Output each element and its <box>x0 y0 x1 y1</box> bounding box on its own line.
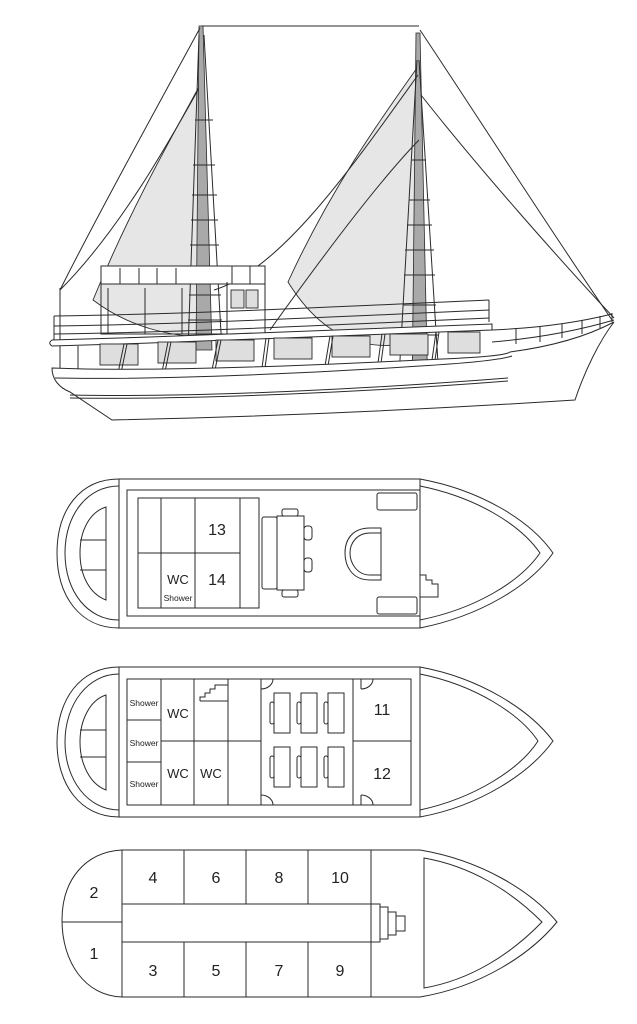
shower-label: Shower <box>130 738 159 748</box>
dining-seats <box>269 692 345 788</box>
stairs-icon <box>199 684 228 702</box>
cabin-7-label: 7 <box>275 963 284 980</box>
stern-outline <box>56 666 120 818</box>
bow-void <box>423 857 543 989</box>
cabin-9-label: 9 <box>336 963 345 980</box>
rub-rail <box>69 377 509 397</box>
cabin-4-label: 4 <box>149 870 158 887</box>
bow-railing <box>491 313 615 344</box>
stairs-icon <box>379 906 406 940</box>
wc-label: WC <box>200 766 222 781</box>
side-profile <box>49 25 615 421</box>
cabin-13-label: 13 <box>208 522 226 539</box>
fore-sail-luff <box>269 139 420 331</box>
bow-inner <box>419 485 541 621</box>
shower-label: Shower <box>164 593 193 603</box>
stern-bench <box>79 694 107 791</box>
aft-backstay <box>59 27 201 291</box>
upper-railing <box>53 299 490 340</box>
aft-mast-ladder <box>187 34 223 351</box>
main-deck-plan: Shower Shower Shower WC WC WC 11 12 <box>56 666 554 818</box>
stern-inner <box>64 485 120 621</box>
door-icon <box>260 794 274 806</box>
deck-inner <box>126 489 421 617</box>
stairs-icon <box>420 574 439 598</box>
stern-divider <box>62 850 123 997</box>
helm-seat <box>344 527 382 581</box>
fore-stay-1 <box>419 29 613 321</box>
bow-inner <box>419 673 539 811</box>
wc-label: WC <box>167 766 189 781</box>
deckhouse <box>100 265 266 335</box>
aft-mast <box>195 25 213 351</box>
gunwale <box>54 355 513 379</box>
bow-outline <box>419 478 554 629</box>
aft-sail-luff <box>59 89 199 291</box>
door-icon <box>360 794 374 806</box>
deck-interior <box>126 678 412 806</box>
stern-outline <box>56 478 120 629</box>
hull-outline <box>122 849 558 998</box>
bow-outline <box>419 666 554 818</box>
stern-bench-lines <box>80 729 106 758</box>
cabin-14-label: 14 <box>208 572 226 589</box>
shower-label: Shower <box>130 698 159 708</box>
stern-outline <box>61 849 123 998</box>
cabin-12-label: 12 <box>373 766 391 783</box>
locker <box>376 596 418 615</box>
stern-bench <box>79 506 107 601</box>
table-with-seats <box>261 508 313 598</box>
stern-inner <box>64 673 120 811</box>
wc-label: WC <box>167 572 189 587</box>
rub-rail-lower <box>69 380 509 399</box>
deckhouse-window <box>245 289 259 309</box>
locker <box>376 492 418 511</box>
deck-outline <box>118 666 421 818</box>
helm-seat-inner <box>349 532 381 576</box>
cabin-11-label: 11 <box>374 702 391 719</box>
deckhouse-window <box>230 289 245 309</box>
door-icon <box>360 678 374 690</box>
fore-stay-2 <box>420 94 615 319</box>
stern-bench-lines <box>80 539 106 571</box>
cabin-2-label: 2 <box>90 885 99 902</box>
cabin-6-label: 6 <box>212 870 221 887</box>
cabin-8-label: 8 <box>275 870 284 887</box>
cabin-10-label: 10 <box>331 870 349 887</box>
corridor <box>121 903 381 943</box>
lower-deck-plan: 1 2 3 4 5 6 7 8 9 10 <box>61 849 558 998</box>
wc-label: WC <box>167 706 189 721</box>
hull-windows <box>99 331 481 366</box>
cabin-3-label: 3 <box>149 963 158 980</box>
hull-posts <box>77 331 440 375</box>
cabin-5-label: 5 <box>212 963 221 980</box>
upper-deck-plan: 13 14 WC Shower <box>56 478 554 629</box>
cabin-1-label: 1 <box>90 946 99 963</box>
shower-label: Shower <box>130 779 159 789</box>
sheer-strip <box>49 323 493 347</box>
door-icon <box>260 678 274 690</box>
